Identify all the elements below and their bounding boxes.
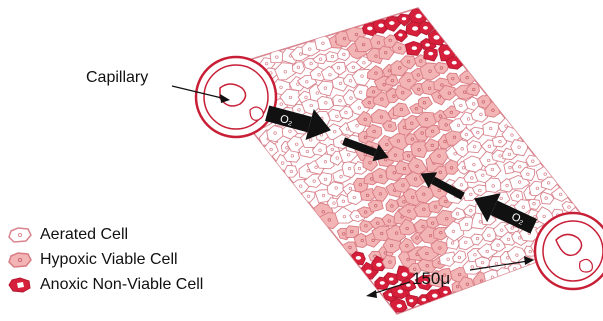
capillary-bottom-right bbox=[535, 213, 603, 289]
legend-label-anoxic: Anoxic Non-Viable Cell bbox=[40, 276, 203, 294]
aerated-cell bbox=[318, 96, 334, 109]
anoxic-cell-core bbox=[366, 270, 372, 274]
anoxic-cell-core bbox=[389, 21, 394, 25]
aerated-cell-icon bbox=[8, 227, 32, 243]
anoxic-cell-core bbox=[452, 61, 457, 65]
anoxic-cell-icon bbox=[8, 277, 32, 293]
anoxic-cell-core bbox=[423, 26, 428, 29]
legend-label-hypoxic: Hypoxic Viable Cell bbox=[40, 251, 178, 269]
capillary-top-left bbox=[196, 57, 276, 137]
capillary-label: Capillary bbox=[86, 69, 148, 86]
anoxic-cell-core bbox=[402, 17, 406, 20]
anoxic-cell-core bbox=[397, 304, 402, 308]
anoxic-cell-core bbox=[425, 43, 430, 46]
legend-item-anoxic: Anoxic Non-Viable Cell bbox=[8, 272, 203, 297]
anoxic-cell-core bbox=[398, 290, 403, 294]
anoxic-cell-core bbox=[416, 14, 422, 18]
legend: Aerated Cell Hypoxic Viable Cell Anoxic … bbox=[8, 222, 203, 297]
anoxic-cell-core bbox=[380, 281, 385, 285]
anoxic-cell-core bbox=[409, 299, 413, 302]
anoxic-cell-core bbox=[376, 263, 382, 267]
distance-arrowhead-left bbox=[366, 290, 377, 298]
aerated-cell bbox=[347, 190, 361, 205]
aerated-cell bbox=[508, 264, 522, 274]
anoxic-cell-core bbox=[378, 24, 383, 28]
anoxic-cell-core bbox=[367, 26, 372, 30]
hypoxic-cell bbox=[411, 142, 427, 158]
anoxic-cell-core bbox=[356, 256, 361, 260]
anoxic-cell-core bbox=[433, 35, 439, 39]
aerated-cell bbox=[526, 155, 541, 166]
anoxic-cell-core bbox=[444, 50, 450, 54]
legend-item-aerated: Aerated Cell bbox=[8, 222, 203, 247]
anoxic-cell-core bbox=[443, 291, 447, 294]
anoxic-cell-core bbox=[406, 284, 411, 287]
legend-label-aerated: Aerated Cell bbox=[40, 226, 128, 244]
anoxic-cell-core bbox=[412, 26, 418, 30]
anoxic-cell-core bbox=[402, 272, 408, 276]
anoxic-cell-core bbox=[389, 277, 394, 280]
anoxic-cell-core bbox=[428, 52, 433, 56]
anoxic-cell-core bbox=[412, 46, 417, 50]
legend-item-hypoxic: Hypoxic Viable Cell bbox=[8, 247, 203, 272]
anoxic-cell-core bbox=[398, 33, 402, 36]
anoxic-cell-core bbox=[432, 294, 438, 298]
distance-label: 150μ bbox=[412, 269, 450, 288]
anoxic-cell-core bbox=[421, 298, 426, 301]
hypoxic-cell-icon bbox=[8, 252, 32, 268]
